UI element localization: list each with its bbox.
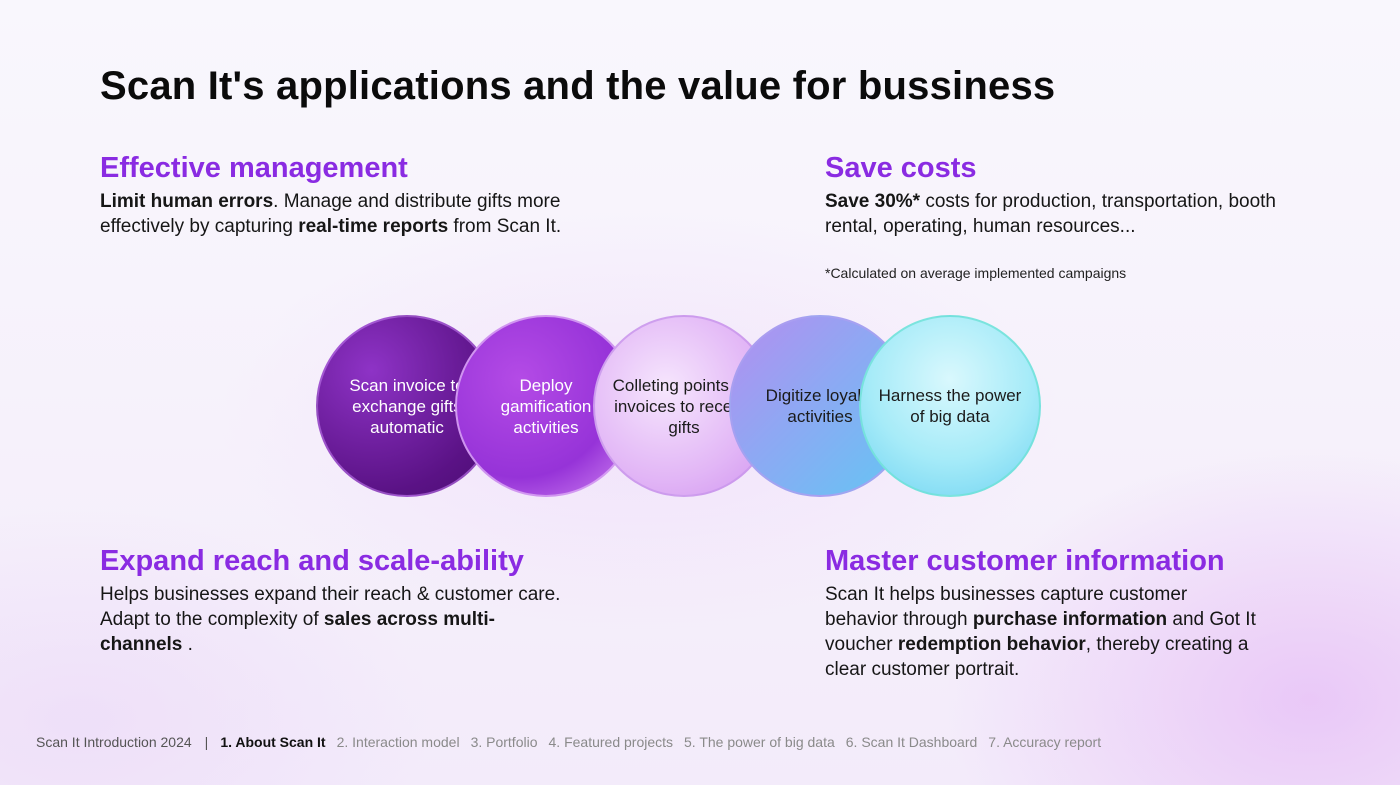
circle-collecting-points: Colleting points via invoices to receive… — [593, 315, 775, 497]
footer-nav-item[interactable]: 6. Scan It Dashboard — [845, 734, 978, 750]
body-text: costs for production, transportation, bo… — [825, 191, 1277, 237]
master-customer-section: Master customer information Scan It help… — [825, 545, 1265, 682]
footer-nav-item[interactable]: 7. Accuracy report — [988, 734, 1102, 750]
body-text: Scan It helps businesses capture custome… — [825, 584, 1188, 630]
body-text: and Got It voucher — [825, 609, 1256, 655]
emphasis-text: purchase information — [972, 609, 1168, 630]
master-customer-text: Scan It helps businesses capture custome… — [825, 582, 1265, 682]
body-text: , thereby creating a clear customer port… — [825, 634, 1249, 680]
emphasis-text: redemption behavior — [897, 634, 1086, 655]
emphasis-text: sales across multi-channels — [100, 609, 495, 655]
emphasis-text: Save 30%* — [825, 191, 921, 212]
save-costs-section: Save costs Save 30%* costs for productio… — [825, 152, 1285, 239]
effective-management-text: Limit human errors. Manage and distribut… — [100, 189, 570, 239]
circle-big-data: Harness the power of big data — [859, 315, 1041, 497]
emphasis-text: real-time reports — [298, 216, 449, 237]
circle-scan-invoice: Scan invoice to exchange gifts automatic — [316, 315, 498, 497]
emphasis-text: Limit human errors — [100, 191, 274, 212]
body-text: . Manage and distribute gifts more effec… — [100, 191, 561, 237]
expand-reach-text: Helps businesses expand their reach & cu… — [100, 582, 570, 657]
effective-management-section: Effective management Limit human errors.… — [100, 152, 570, 239]
body-text: from Scan It. — [448, 216, 562, 237]
page-title: Scan It's applications and the value for… — [100, 64, 1056, 108]
footer-nav-item[interactable]: 4. Featured projects — [548, 734, 674, 750]
circle-gamification: Deploy gamification activities — [455, 315, 637, 497]
body-text: . — [182, 634, 193, 655]
save-costs-heading: Save costs — [825, 152, 977, 184]
master-customer-heading: Master customer information — [825, 545, 1225, 577]
footer-nav-item[interactable]: 1. About Scan It — [220, 734, 326, 750]
effective-management-heading: Effective management — [100, 152, 408, 184]
footer-nav-item[interactable]: 5. The power of big data — [684, 734, 835, 750]
footer-nav-item[interactable]: 2. Interaction model — [336, 734, 460, 750]
expand-reach-section: Expand reach and scale-ability Helps bus… — [100, 545, 570, 657]
save-costs-footnote: *Calculated on average implemented campa… — [825, 265, 1127, 281]
footer-separator: | — [204, 734, 209, 750]
footer-nav-item[interactable]: 3. Portfolio — [470, 734, 538, 750]
footer-brand: Scan It Introduction 2024 — [36, 734, 192, 750]
circle-digitize-loyalty: Digitize loyalty activities — [729, 315, 911, 497]
save-costs-text: Save 30%* costs for production, transpor… — [825, 189, 1285, 239]
footer-nav: Scan It Introduction 2024 | 1. About Sca… — [36, 734, 1112, 750]
body-text: Helps businesses expand their reach & cu… — [100, 584, 561, 630]
expand-reach-heading: Expand reach and scale-ability — [100, 545, 524, 577]
